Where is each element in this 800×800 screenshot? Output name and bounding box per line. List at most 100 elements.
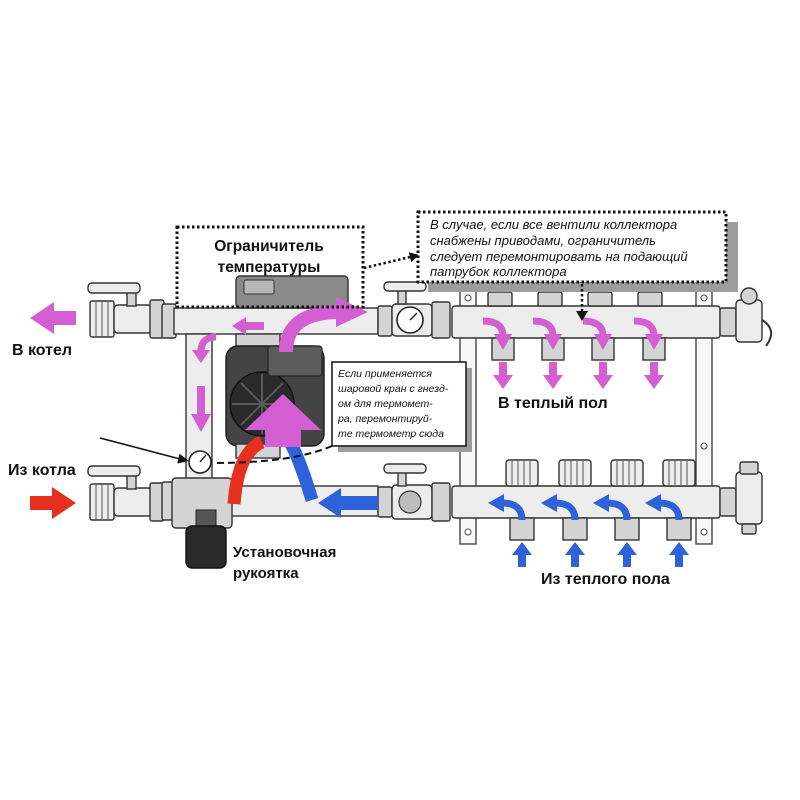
return-valve-cap — [610, 459, 644, 487]
valve-stem — [397, 471, 407, 487]
return-valve-cap — [558, 459, 592, 487]
from-boiler-label: Из котла — [8, 462, 76, 479]
bracket-hole — [464, 528, 472, 536]
supply-valve-head — [637, 291, 663, 307]
to-floor-down-arrow — [644, 362, 664, 389]
union-nut — [377, 305, 393, 337]
manifold-return-curved-arrow-head — [645, 494, 661, 512]
supply-valve-head — [487, 291, 513, 307]
mixing-valve-spindle — [195, 509, 217, 527]
thermometer-note-box — [331, 361, 467, 447]
limiter-to-note-connector — [363, 255, 411, 270]
temperature-limiter-label-line-1: Ограничитель — [214, 238, 324, 255]
manifold-supply-curved-arrow — [633, 317, 658, 337]
supply-valve-head — [587, 291, 613, 307]
vent-body — [735, 299, 763, 343]
manifold-return-curved-arrow-head — [541, 494, 557, 512]
bypass-down-arrow — [191, 386, 211, 432]
setting-handle-label-line-1: Установочная — [233, 544, 336, 561]
drain-cap — [739, 461, 759, 475]
valve-stem — [397, 289, 407, 305]
supply-valve-head — [537, 291, 563, 307]
drain-nut — [719, 487, 737, 517]
manifold-supply-curved-arrow-head — [594, 334, 612, 350]
pump-outlet-arrow — [279, 305, 341, 353]
vent-nut — [719, 307, 737, 337]
thermometer-pointer-line — [99, 437, 181, 460]
pump-terminal-box — [267, 345, 323, 377]
to-floor-down-arrow — [543, 362, 563, 389]
return-inlet — [509, 517, 535, 541]
manifold-supply-curved-arrow-head — [544, 334, 562, 350]
limiter-knob — [243, 279, 275, 295]
bracket-hole — [464, 294, 472, 302]
bracket-hole — [700, 528, 708, 536]
valve-ball-cap — [398, 490, 422, 514]
valve-lever — [87, 465, 141, 477]
thermometer-note-line-4: ра, перемонтируй- — [337, 413, 433, 425]
cap-ridges — [668, 461, 688, 485]
manifold-return-curved-arrow — [658, 499, 683, 521]
cap-ridges — [616, 461, 636, 485]
valve-end-nut — [431, 482, 451, 522]
bracket-hole — [700, 294, 708, 302]
temperature-limiter-label-line-2: температуры — [218, 259, 321, 276]
actuator-note-line-2: снабжены приводами, ограничитель — [430, 233, 656, 248]
bypass-curved-arrow-head — [192, 350, 210, 363]
return-valve-cap — [505, 459, 539, 487]
vent-drain-hose — [761, 319, 773, 347]
thermometer-needle — [409, 312, 418, 321]
manifold-supply-curved-arrow-head — [645, 334, 663, 350]
from-floor-up-arrow — [565, 542, 585, 567]
from-floor-label: Из теплого пола — [541, 571, 670, 588]
actuator-note-background — [418, 212, 726, 282]
cap-ridges — [511, 461, 531, 485]
thermometer-pointer-arrowhead — [177, 453, 189, 464]
manifold-return-curved-arrow — [554, 499, 579, 521]
to-floor-down-arrow — [493, 362, 513, 389]
actuator-note-line-1: В случае, если все вентили коллектора — [430, 217, 677, 232]
actuator-note-line-3: следует перемонтировать на подающий — [430, 249, 688, 264]
manifold-supply-curved-arrow-head — [494, 334, 512, 350]
note-to-supply-bar-arrowhead — [576, 311, 588, 321]
valve-body — [113, 487, 153, 517]
cap-ridges — [564, 461, 584, 485]
from-floor-up-arrow — [617, 542, 637, 567]
return-into-unit-arrow — [318, 488, 378, 518]
setting-handle — [185, 525, 227, 569]
drain-outlet — [741, 523, 757, 535]
manifold-supply-curved-arrow — [582, 317, 607, 337]
return-inlet — [562, 517, 588, 541]
return-drain-valve — [719, 461, 763, 535]
to-floor-down-arrow — [593, 362, 613, 389]
return-inlet — [666, 517, 692, 541]
valve-lever — [383, 463, 427, 474]
actuator-note-line-4: патрубок коллектора — [430, 264, 567, 279]
ball-valve-to-boiler — [87, 282, 165, 339]
supply-air-vent — [719, 287, 773, 347]
to-floor-label: В теплый пол — [498, 395, 608, 412]
supply-ball-valve-with-thermometer — [377, 281, 451, 339]
manifold-supply-curved-arrow — [532, 317, 557, 337]
manifold-supply-curved-arrow — [482, 317, 507, 337]
valve-body — [113, 304, 153, 334]
thermometer-needle — [199, 454, 207, 463]
from-floor-up-arrow — [669, 542, 689, 567]
pump-mixed-flow-arrow — [245, 394, 321, 447]
from-floor-up-arrow — [512, 542, 532, 567]
from-boiler-arrow — [30, 487, 76, 519]
manifold-return-curved-arrow-head — [593, 494, 609, 512]
valve-end-nut — [431, 301, 451, 339]
ball-valve-from-boiler — [87, 465, 165, 522]
to-boiler-label: В котел — [12, 342, 72, 359]
bypass-curved-arrow — [197, 333, 217, 353]
return-ball-valve — [377, 463, 451, 522]
top-pipe-left-arrow — [232, 317, 264, 335]
valve-lever — [87, 282, 141, 294]
to-boiler-arrow — [30, 302, 76, 334]
thermometer-note-line-3: ом для термомет- — [338, 398, 433, 410]
nut-ridges — [95, 302, 109, 336]
bracket-hole — [700, 442, 708, 450]
thermometer-note-line-1: Если применяется — [338, 368, 432, 380]
